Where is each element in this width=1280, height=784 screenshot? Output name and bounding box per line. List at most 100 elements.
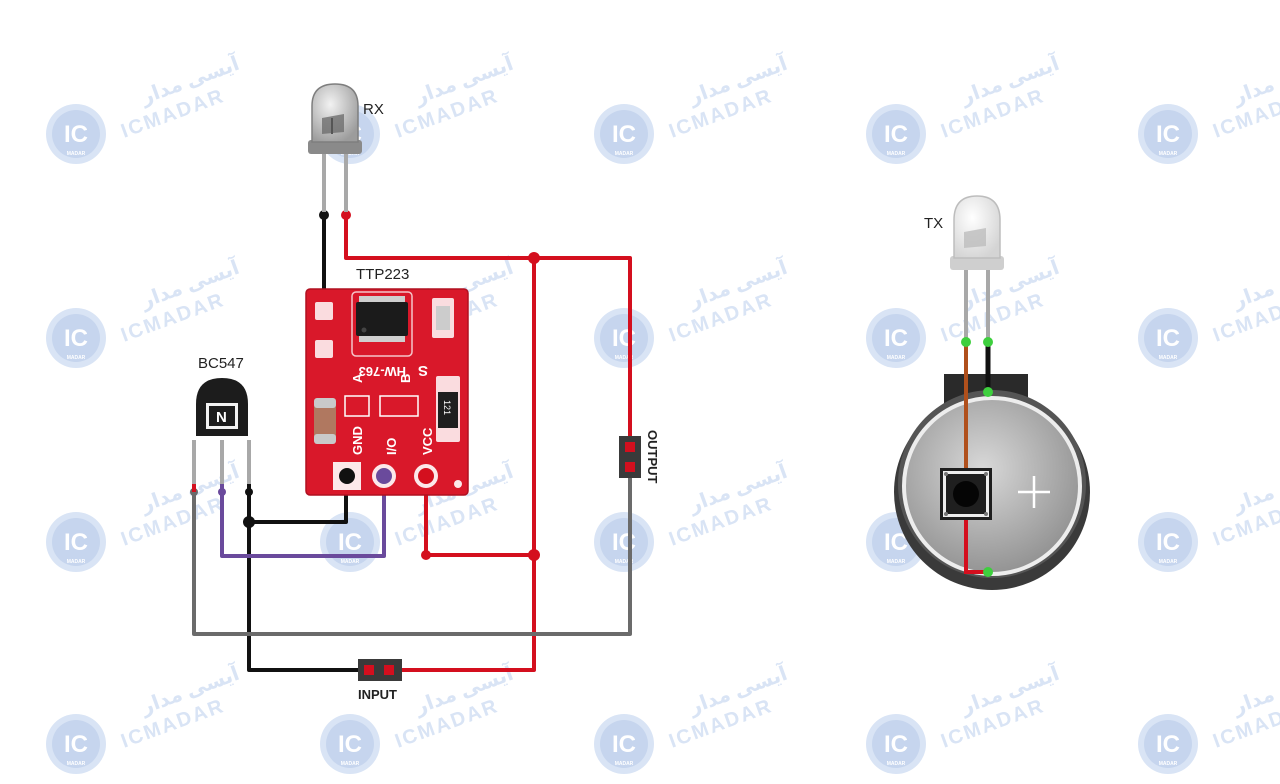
- watermark-logo-sub: MADAR: [615, 355, 634, 361]
- watermark-logo-sub: MADAR: [341, 559, 360, 565]
- watermark-logo-sub: MADAR: [615, 761, 634, 767]
- watermark-logo-inner: [52, 110, 100, 158]
- bc547-label: BC547: [198, 355, 244, 372]
- watermark-logo-text: IC: [64, 731, 88, 758]
- watermark-logo-text: IC: [1156, 325, 1180, 352]
- watermark-logo-inner: [1144, 110, 1192, 158]
- watermark-logo-text: IC: [1156, 529, 1180, 556]
- board-jumper-b: B: [398, 374, 413, 383]
- watermark-logo-text: IC: [1156, 731, 1180, 758]
- watermark-logo-sub: MADAR: [887, 761, 906, 767]
- ir-led-icon: [308, 83, 362, 212]
- wires: [192, 213, 632, 672]
- wire-emitter-black: [247, 490, 364, 672]
- solder-pad: [983, 387, 993, 397]
- watermark-logo-sub: MADAR: [615, 559, 634, 565]
- junction-dot: [528, 549, 540, 561]
- pin-header-icon: [619, 436, 641, 478]
- watermark-logo-inner: [600, 314, 648, 362]
- npn-transistor-icon: [192, 378, 251, 492]
- watermark-logo-sub: MADAR: [67, 355, 86, 361]
- watermark-logo-text: IC: [612, 325, 636, 352]
- junction-dot: [421, 550, 431, 560]
- watermark-logo-sub: MADAR: [67, 761, 86, 767]
- push-button-icon: [940, 468, 992, 520]
- watermark-logo-text: IC: [338, 731, 362, 758]
- watermark-logo-sub: MADAR: [1159, 559, 1178, 565]
- watermark-logo-text: IC: [884, 325, 908, 352]
- board-pin-gnd: GND: [350, 426, 365, 455]
- wire-collector-gray: [192, 476, 632, 636]
- watermark-logo-inner: [600, 110, 648, 158]
- output-label: OUTPUT: [645, 430, 660, 484]
- pin-header-icon: [358, 659, 402, 681]
- watermark-logo-sub: MADAR: [615, 151, 634, 157]
- solder-pad: [983, 567, 993, 577]
- board-pin-io: I/O: [384, 438, 399, 455]
- watermark-logo-text: IC: [338, 529, 362, 556]
- watermark-logo-inner: [326, 720, 374, 768]
- rx-label: RX: [363, 101, 384, 118]
- wire-io-purple: [220, 476, 386, 558]
- watermark-logo-text: IC: [612, 731, 636, 758]
- board-side-mark: S: [418, 362, 428, 379]
- watermark-logo-inner: [872, 314, 920, 362]
- board-model-text: HW-763: [359, 364, 406, 379]
- watermark-logo-inner: [52, 720, 100, 768]
- watermark-logo-sub: MADAR: [341, 761, 360, 767]
- tx-pads: [961, 337, 993, 577]
- board-jumper-a: A: [350, 373, 365, 383]
- junction-dot: [528, 252, 540, 264]
- watermark-logo-sub: MADAR: [887, 559, 906, 565]
- watermark-logo-inner: [600, 720, 648, 768]
- junction-dot: [243, 516, 255, 528]
- watermark-logo-sub: MADAR: [1159, 151, 1178, 157]
- watermark-logo-inner: [52, 518, 100, 566]
- ttp223-label: TTP223: [356, 266, 409, 283]
- wire-rx-red: [344, 213, 632, 438]
- junction-dot: [319, 210, 329, 220]
- tx-wires: [964, 266, 991, 574]
- watermark-logo-text: IC: [612, 529, 636, 556]
- input-label: INPUT: [358, 687, 397, 702]
- watermark-logo-text: IC: [884, 731, 908, 758]
- tx-label: TX: [924, 215, 943, 232]
- board-pin-vcc: VCC: [420, 427, 435, 455]
- watermark-logo-inner: [52, 314, 100, 362]
- board-resistor-code: 121: [442, 400, 452, 415]
- solder-pad: [983, 337, 993, 347]
- watermark-logo-sub: MADAR: [1159, 761, 1178, 767]
- watermark-logo-text: IC: [64, 529, 88, 556]
- watermark-logo-inner: [872, 110, 920, 158]
- watermark-logo-inner: [1144, 720, 1192, 768]
- transistor-body-letter: N: [216, 409, 227, 426]
- watermark-logo-inner: [600, 518, 648, 566]
- watermark-logo-sub: MADAR: [1159, 355, 1178, 361]
- watermark-logo-inner: [1144, 518, 1192, 566]
- watermark-logo-inner: [1144, 314, 1192, 362]
- junction-dot: [341, 210, 351, 220]
- solder-pad: [961, 337, 971, 347]
- watermark-logo-text: IC: [612, 121, 636, 148]
- watermark-logo-text: IC: [64, 325, 88, 352]
- watermark-logo-sub: MADAR: [887, 355, 906, 361]
- wire-red-rail: [398, 256, 536, 672]
- watermark-logo-inner: [872, 720, 920, 768]
- watermark-logo-sub: MADAR: [887, 151, 906, 157]
- watermark-logo-sub: MADAR: [67, 151, 86, 157]
- watermark-logo-text: IC: [884, 121, 908, 148]
